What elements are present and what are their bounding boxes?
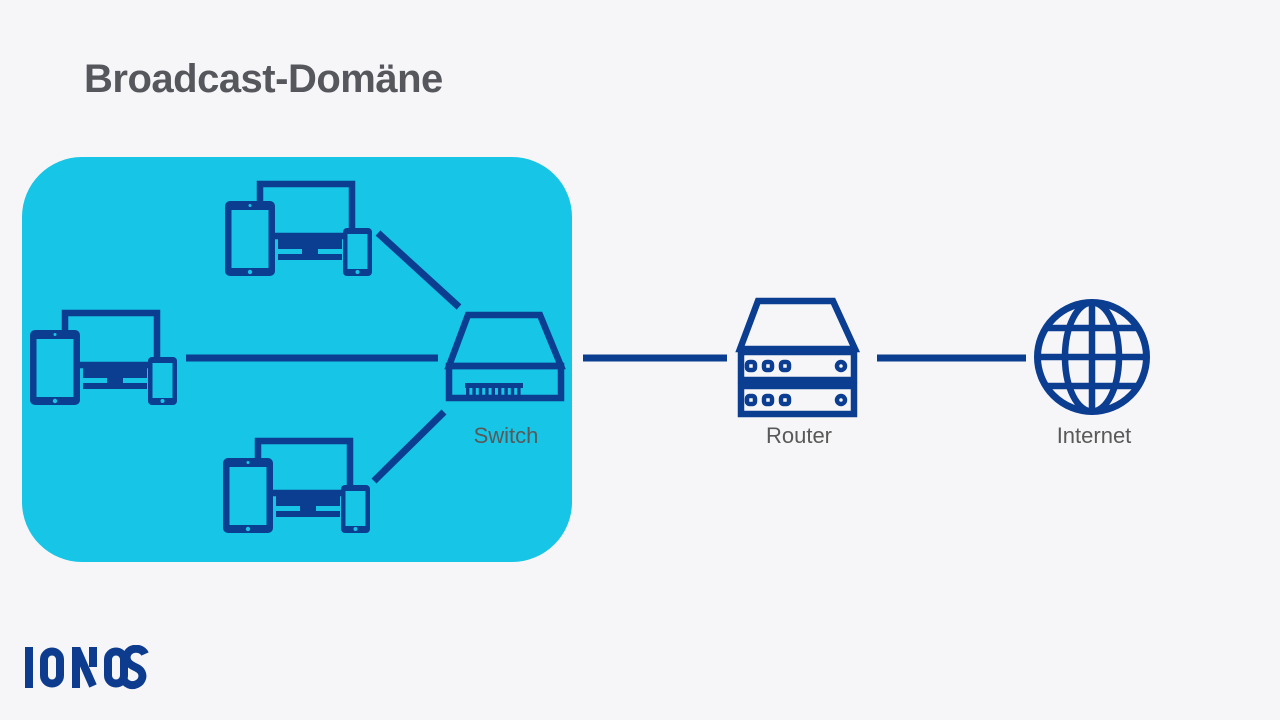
edge-cluster-bottom-switch (371, 409, 447, 484)
device-cluster-top (225, 184, 372, 276)
page-title: Broadcast-Domäne (84, 57, 443, 101)
switch-icon (444, 311, 566, 402)
connection-lines (186, 230, 1026, 484)
router-icon (735, 297, 861, 418)
router-label: Router (765, 423, 833, 448)
device-cluster-bottom (223, 441, 370, 533)
switch-label: Switch (473, 423, 539, 448)
internet-globe-icon (1034, 299, 1150, 415)
device-cluster-middle (30, 313, 177, 405)
switch-ports (466, 386, 521, 397)
edge-cluster-top-switch (375, 230, 462, 310)
ionos-logo (25, 645, 149, 690)
internet-label: Internet (1056, 423, 1132, 448)
